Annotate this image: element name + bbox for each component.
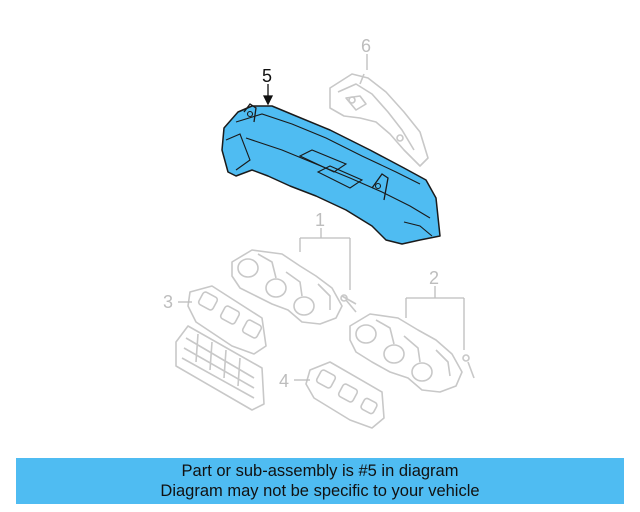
callout-leaders — [178, 54, 465, 381]
part-4-gasket — [305, 361, 385, 429]
callout-5: 5 — [262, 66, 272, 86]
callout-6: 6 — [361, 36, 371, 56]
callout-1: 1 — [315, 210, 325, 230]
part-1-stud — [340, 294, 357, 313]
part-1-exhaust-manifold — [231, 249, 357, 325]
caption-banner: Part or sub-assembly is #5 in diagram Di… — [16, 458, 624, 504]
callout-4: 4 — [279, 371, 289, 391]
parts-diagram: 5 6 1 2 3 4 — [163, 36, 475, 429]
callout-3: 3 — [163, 292, 173, 312]
caption-line-1: Part or sub-assembly is #5 in diagram — [181, 462, 459, 480]
part-5-heat-shield — [221, 103, 441, 245]
part-2-exhaust-manifold — [349, 313, 463, 393]
part-3-gasket — [175, 285, 267, 411]
part-6-bracket — [329, 73, 429, 167]
callout-2: 2 — [429, 268, 439, 288]
caption-line-2: Diagram may not be specific to your vehi… — [160, 482, 480, 500]
part-2-stud — [462, 354, 475, 379]
